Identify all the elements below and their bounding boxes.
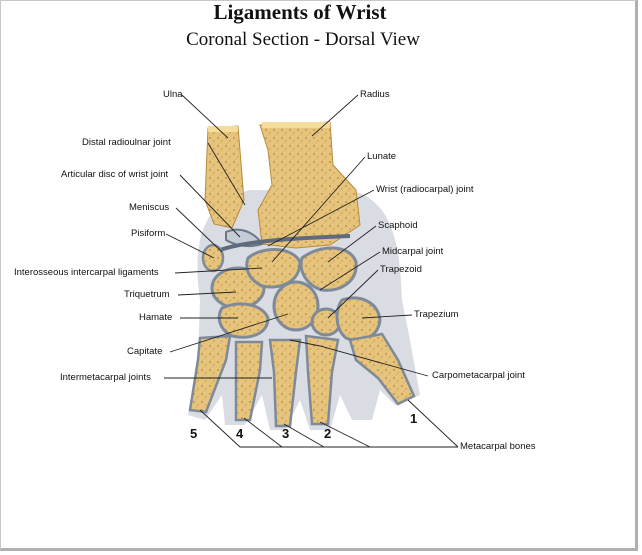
leader-trapezium — [361, 314, 413, 319]
label-lunate: Lunate — [367, 151, 397, 162]
leader-lines — [164, 94, 459, 448]
leader-wrist-joint — [267, 189, 375, 247]
label-trapezoid: Trapezoid — [380, 264, 422, 275]
label-meniscus: Meniscus — [129, 202, 170, 213]
label-distal-radioulnar-joint: Distal radioulnar joint — [82, 137, 171, 148]
leader-trapezoid — [327, 269, 379, 319]
metacarpal-4-bone — [234, 340, 264, 422]
leader-interosseous — [174, 267, 263, 274]
radius-cortex — [262, 122, 330, 128]
metacarpal-number-2: 2 — [324, 426, 332, 441]
leader-articular-disc — [179, 174, 241, 238]
label-carpometacarpal-joint: Carpometacarpal joint — [432, 370, 525, 381]
ulna-bone — [204, 125, 245, 229]
metacarpal-5-bone — [188, 334, 232, 414]
metacarpal-1-bone — [348, 332, 416, 406]
ulna-cortex — [208, 126, 238, 132]
leader-metacarpal-3 — [283, 423, 325, 448]
label-pisiform: Pisiform — [131, 228, 166, 239]
leader-midcarpal — [319, 251, 381, 291]
leader-radius — [311, 94, 359, 137]
label-scaphoid: Scaphoid — [378, 220, 418, 231]
radius-bone — [257, 121, 361, 249]
leader-metacarpal-1 — [407, 399, 459, 448]
radiocarpal-joint-space — [219, 234, 351, 252]
metacarpal-number-1: 1 — [410, 411, 418, 426]
diagram-title: Ligaments of Wrist — [213, 0, 387, 24]
label-midcarpal-joint: Midcarpal joint — [382, 246, 444, 257]
label-trapezium: Trapezium — [414, 309, 459, 320]
label-intermetacarpal-joints: Intermetacarpal joints — [60, 372, 151, 383]
leader-metacarpal-4 — [243, 417, 283, 448]
leader-pisiform — [165, 233, 215, 259]
leader-metacarpal-2 — [319, 421, 371, 448]
leader-ulna — [181, 94, 229, 139]
label-ulna: Ulna — [163, 89, 183, 100]
leader-metacarpal-bones — [199, 409, 458, 448]
label-articular-disc: Articular disc of wrist joint — [61, 169, 169, 180]
trapezium-bone — [335, 296, 382, 342]
metacarpal-3-bone — [268, 338, 302, 428]
hamate-bone — [217, 302, 270, 339]
label-wrist-joint: Wrist (radiocarpal) joint — [376, 184, 474, 195]
label-metacarpal-bones: Metacarpal bones — [460, 441, 536, 452]
label-radius: Radius — [360, 89, 390, 100]
label-interosseous-ligaments: Interosseous intercarpal ligaments — [14, 267, 159, 278]
leader-capitate — [169, 313, 289, 353]
leader-distal-radioulnar — [207, 142, 246, 206]
leader-lunate — [271, 156, 366, 263]
metacarpal-number-4: 4 — [236, 426, 244, 441]
leader-meniscus — [175, 207, 223, 253]
capitate-bone — [272, 280, 320, 332]
diagram-subtitle: Coronal Section - Dorsal View — [186, 29, 420, 50]
scaphoid-bone — [299, 246, 358, 292]
metacarpal-number-5: 5 — [190, 426, 198, 441]
label-triquetrum: Triquetrum — [124, 289, 170, 300]
label-capitate: Capitate — [127, 346, 163, 357]
leader-scaphoid — [327, 225, 377, 263]
leader-triquetrum — [177, 291, 237, 296]
leader-carpometacarpal — [289, 339, 429, 377]
metacarpal-2-bone — [304, 334, 340, 426]
label-hamate: Hamate — [139, 312, 173, 323]
metacarpal-number-3: 3 — [282, 426, 290, 441]
